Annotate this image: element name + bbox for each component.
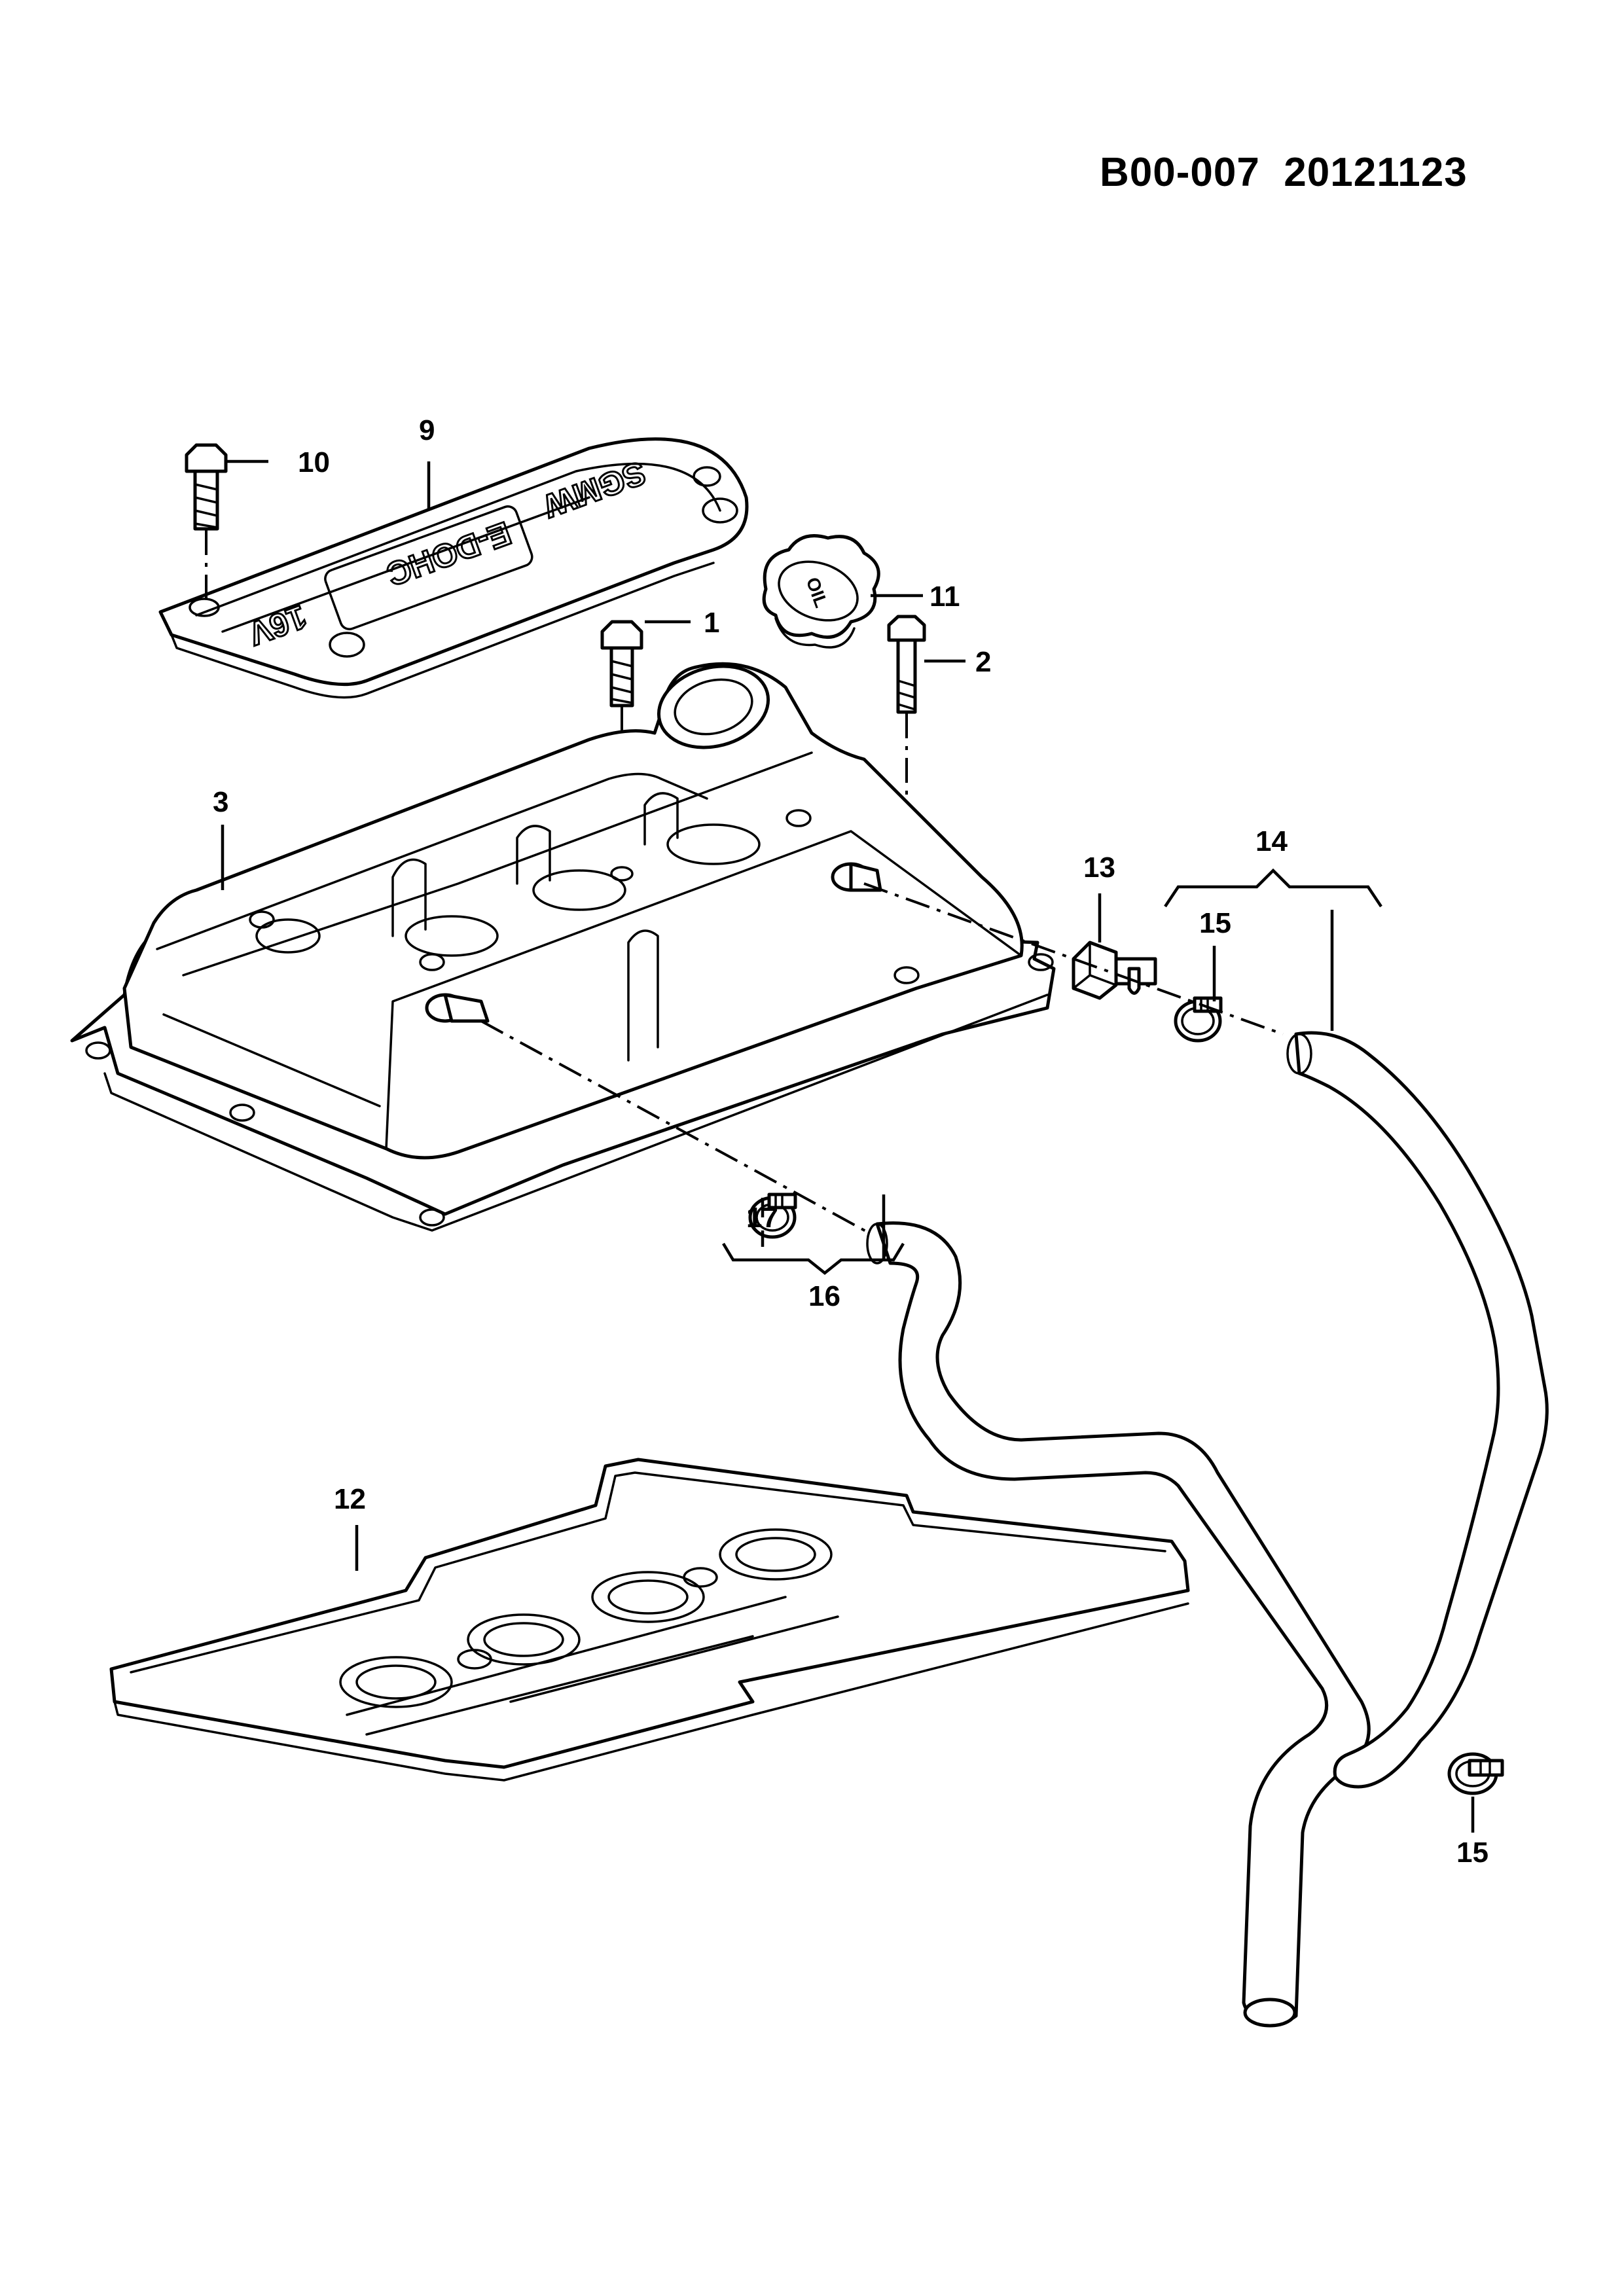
- callout-3: 3: [213, 786, 228, 818]
- callout-9: 9: [419, 414, 435, 446]
- callout-12: 12: [334, 1483, 366, 1515]
- part-12-head-cover-gasket: [109, 1458, 1190, 1782]
- part-13-pcv-valve: [1072, 941, 1157, 1000]
- document-code: B00-007 20121123: [1100, 150, 1468, 195]
- part-15-hose-clamp-upper: [1174, 996, 1223, 1043]
- leader-lines: [221, 459, 1475, 1833]
- callout-15-lower: 15: [1456, 1837, 1489, 1869]
- centerline-breather: [480, 1020, 871, 1235]
- callout-17: 17: [746, 1202, 778, 1234]
- part-3-cylinder-head-cover: [70, 662, 1056, 1232]
- callout-16: 16: [808, 1280, 840, 1312]
- part-16-breather-hose: [866, 1221, 1371, 2028]
- callout-2: 2: [975, 646, 991, 678]
- callout-15-upper: 15: [1199, 907, 1231, 939]
- part-14-ventilation-hose: [1286, 1031, 1549, 1789]
- part-11-oil-filler-cap: OIL: [762, 534, 880, 649]
- part-9-engine-cover: E-DOHC SGMW 16V: [158, 437, 749, 699]
- centerline-pcv: [863, 882, 1284, 1035]
- callout-labels: 10 9 11 1 2 3 13 14 15 17 16 12 15: [213, 414, 1489, 1869]
- callout-13: 13: [1083, 852, 1115, 884]
- part-10-cover-bolt: [185, 443, 228, 605]
- callout-1: 1: [704, 607, 719, 639]
- callout-10: 10: [298, 446, 330, 478]
- part-15-hose-clamp-lower: [1447, 1752, 1504, 1795]
- callout-11: 11: [929, 581, 960, 613]
- callout-14: 14: [1255, 825, 1288, 857]
